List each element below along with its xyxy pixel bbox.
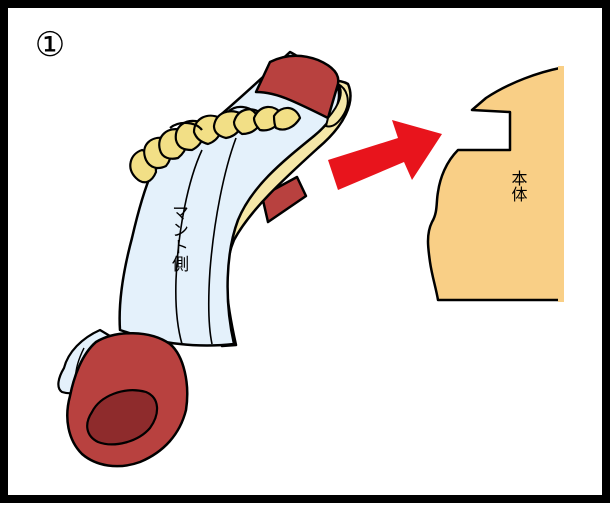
- top-cuff-trim: [325, 83, 349, 128]
- main-body-shape: [426, 66, 562, 302]
- step-number: ①: [35, 25, 65, 65]
- cape-label-text: マント側: [168, 204, 189, 272]
- rear-cuff-strip: [260, 175, 308, 224]
- cape-fold-line: [207, 137, 237, 345]
- main-body-edge-cover: [558, 66, 564, 302]
- bottom-cuff-inner: [86, 389, 159, 446]
- direction-arrow: [328, 120, 442, 190]
- body-label: 本体: [509, 170, 528, 202]
- cape-fold-line: [175, 149, 203, 345]
- cape-side-label: マント側: [168, 204, 189, 272]
- braided-cord: [129, 105, 302, 184]
